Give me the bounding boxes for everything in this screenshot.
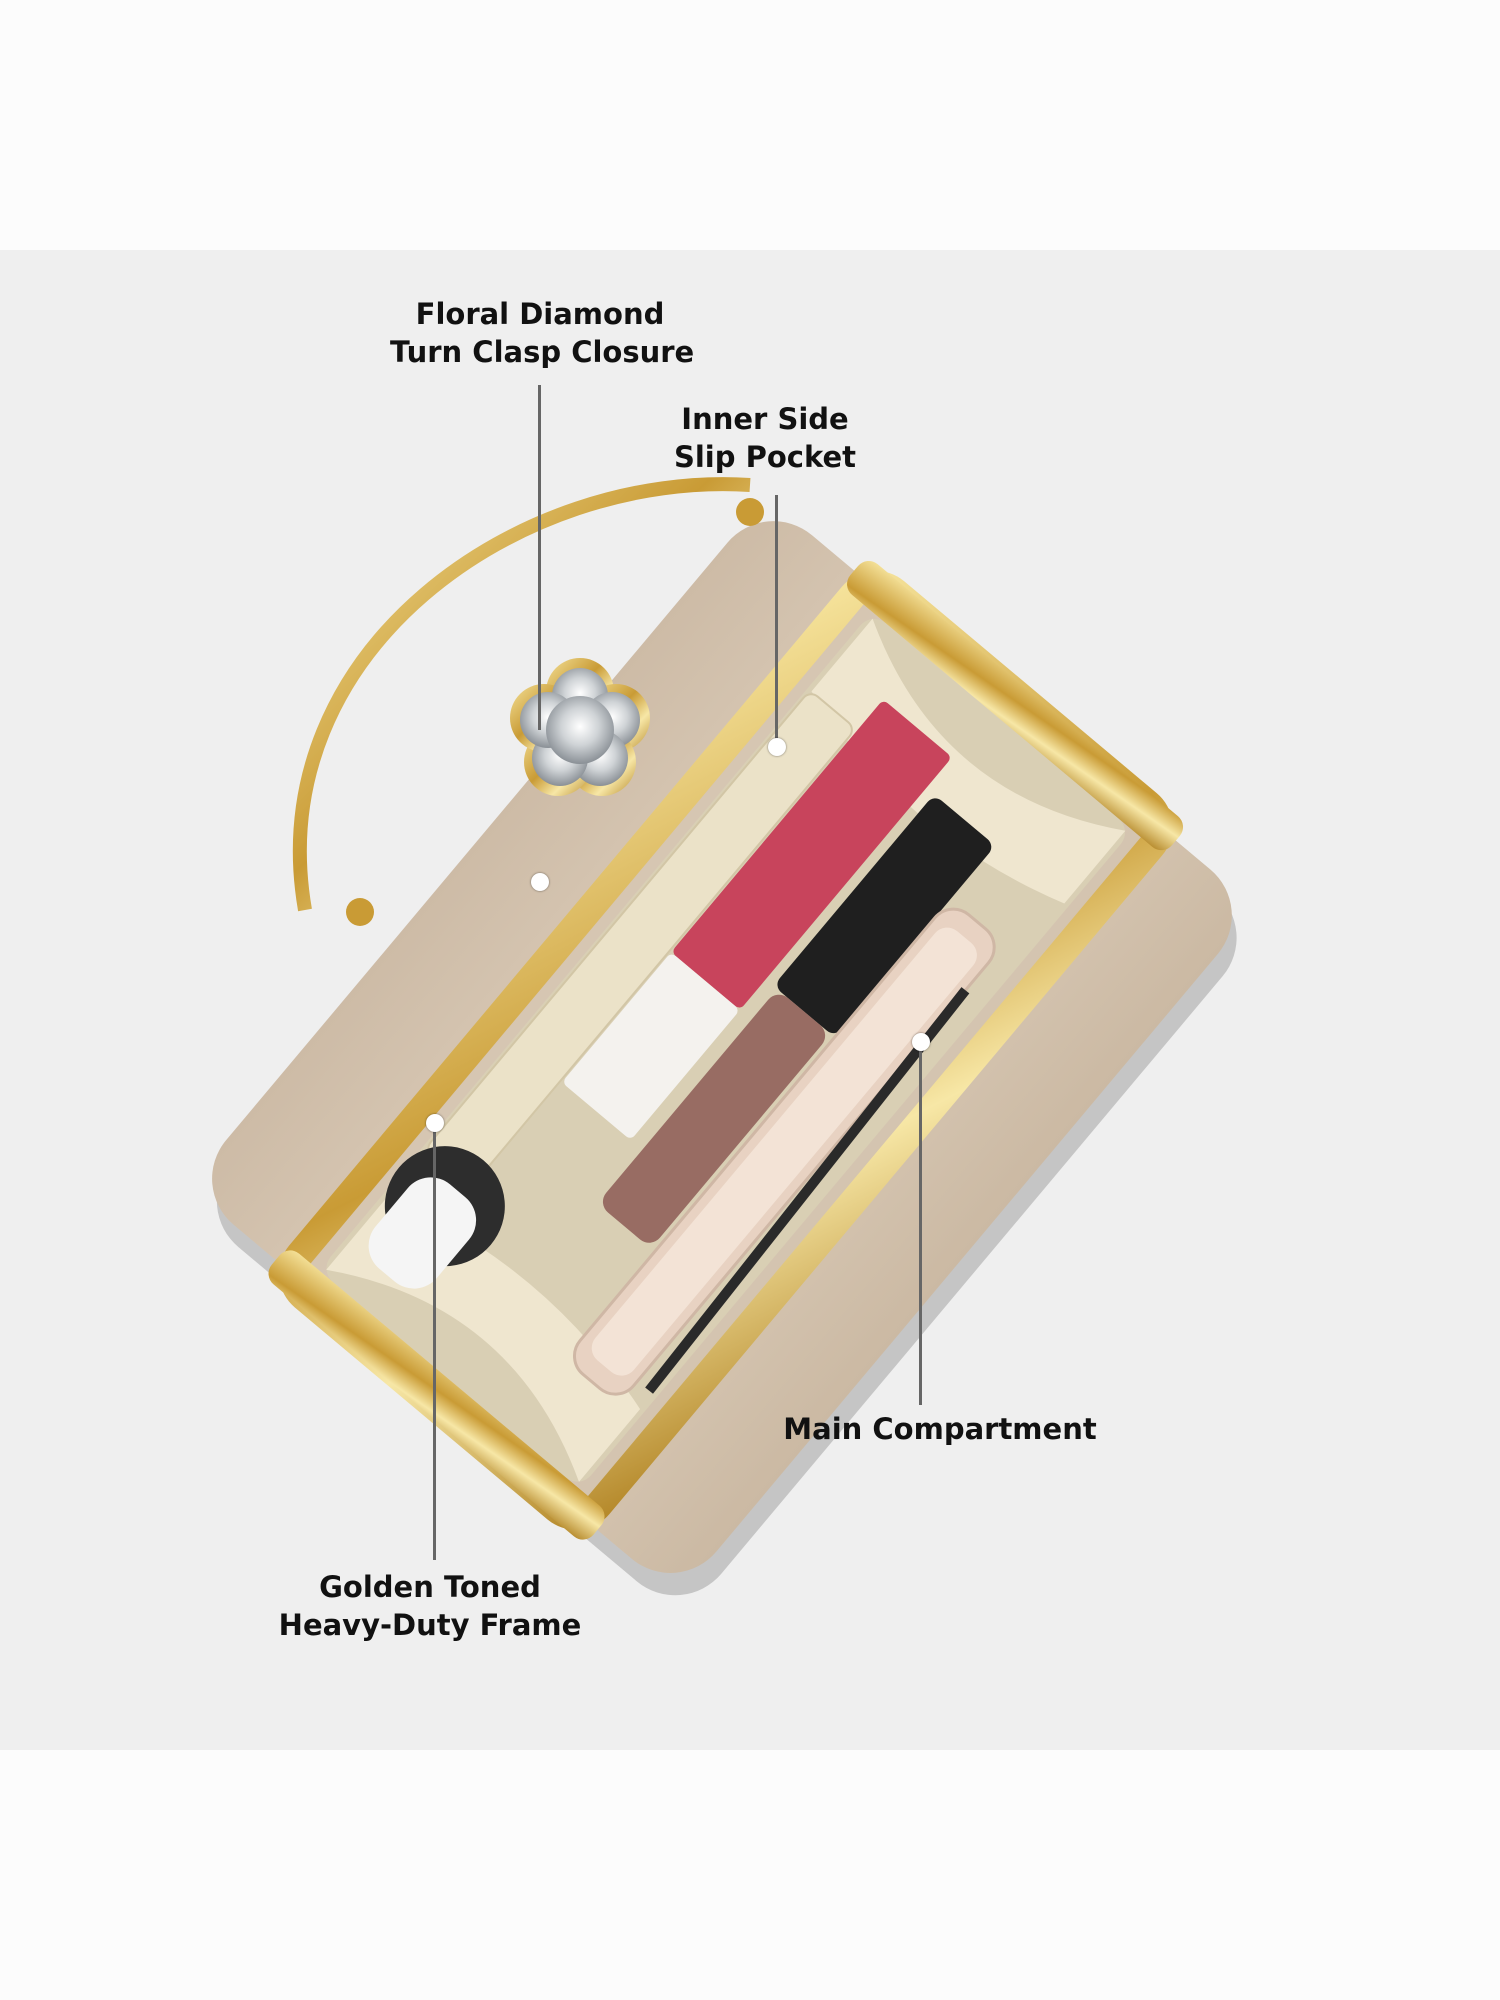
pocket-marker-dot bbox=[768, 738, 786, 756]
clasp-marker-dot bbox=[531, 873, 549, 891]
clasp-callout-line1: Floral Diamond bbox=[415, 297, 665, 331]
flower-crystal-icon bbox=[510, 658, 650, 796]
pocket-leader-line bbox=[775, 495, 778, 745]
compartment-leader-line bbox=[919, 1040, 922, 1405]
clasp-leader-line bbox=[538, 385, 541, 730]
pocket-callout-line2: Slip Pocket bbox=[673, 440, 857, 474]
clasp-callout-label: Floral Diamond Turn Clasp Closure bbox=[390, 295, 695, 371]
clutch-bag-illustration bbox=[212, 477, 1237, 1596]
frame-callout-label: Golden Toned Heavy-Duty Frame bbox=[270, 1568, 590, 1644]
compartment-callout-line1: Main Compartment bbox=[783, 1412, 1097, 1446]
frame-marker-dot bbox=[426, 1114, 444, 1132]
frame-callout-line2: Heavy-Duty Frame bbox=[278, 1608, 582, 1642]
frame-callout-line1: Golden Toned bbox=[319, 1570, 541, 1604]
pocket-callout-line1: Inner Side bbox=[681, 402, 849, 436]
bag-handle bbox=[292, 477, 751, 912]
product-photo-panel: Floral Diamond Turn Clasp Closure Inner … bbox=[0, 250, 1500, 1750]
compartment-marker-dot bbox=[912, 1033, 930, 1051]
pocket-callout-label: Inner Side Slip Pocket bbox=[665, 400, 865, 476]
compartment-callout-label: Main Compartment bbox=[780, 1410, 1100, 1448]
frame-leader-line bbox=[433, 1125, 436, 1560]
clasp-callout-line2: Turn Clasp Closure bbox=[390, 335, 695, 369]
